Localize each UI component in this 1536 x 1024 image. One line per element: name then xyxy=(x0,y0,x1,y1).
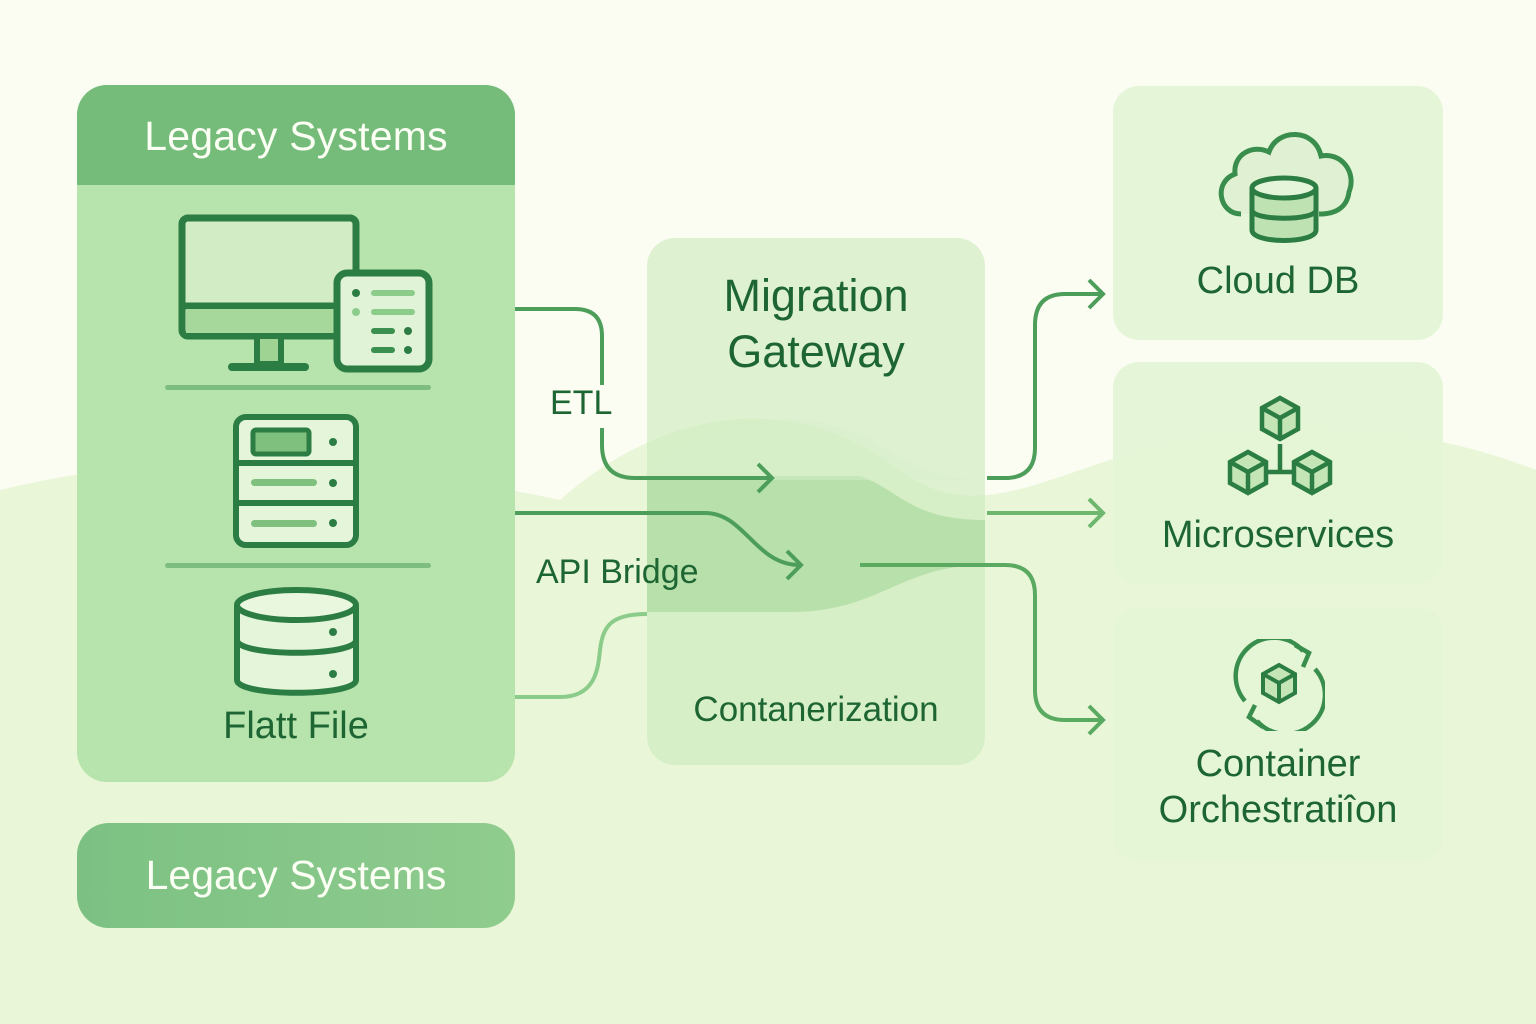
legacy-systems-panel: Legacy Systems Flatt File xyxy=(77,85,515,782)
container-orchestration-line2: Orchestratiîon xyxy=(1158,789,1398,831)
cloud-database-icon xyxy=(1218,132,1354,243)
divider xyxy=(165,563,431,568)
microservices-label: Microservices xyxy=(1161,514,1395,556)
database-icon xyxy=(234,587,359,696)
divider xyxy=(165,385,431,390)
microservices-cubes-icon xyxy=(1227,395,1333,496)
etl-label: ETL xyxy=(550,384,613,422)
target-microservices[interactable]: Microservices xyxy=(1113,362,1443,584)
container-cycle-icon xyxy=(1233,639,1325,731)
api-bridge-label: API Bridge xyxy=(536,553,699,591)
flat-file-label: Flatt File xyxy=(223,705,369,747)
container-orchestration-label: Container Orchestratiîon xyxy=(1113,741,1443,833)
target-container-orchestration[interactable]: Container Orchestratiîon xyxy=(1113,607,1443,861)
legacy-panel-title: Legacy Systems xyxy=(77,85,515,185)
cloud-db-label: Cloud DB xyxy=(1196,260,1360,302)
container-orchestration-line1: Container xyxy=(1195,743,1361,785)
target-cloud-db[interactable]: Cloud DB xyxy=(1113,86,1443,340)
server-rack-icon xyxy=(233,414,359,548)
legacy-systems-button[interactable]: Legacy Systems xyxy=(77,823,515,928)
gateway-title-line1: Migration xyxy=(723,270,909,321)
gateway-title: Migration Gateway xyxy=(647,268,985,380)
gateway-title-line2: Gateway xyxy=(727,326,905,377)
desktop-terminal-icon xyxy=(178,214,433,373)
containerization-label: Contanerization xyxy=(693,690,939,729)
